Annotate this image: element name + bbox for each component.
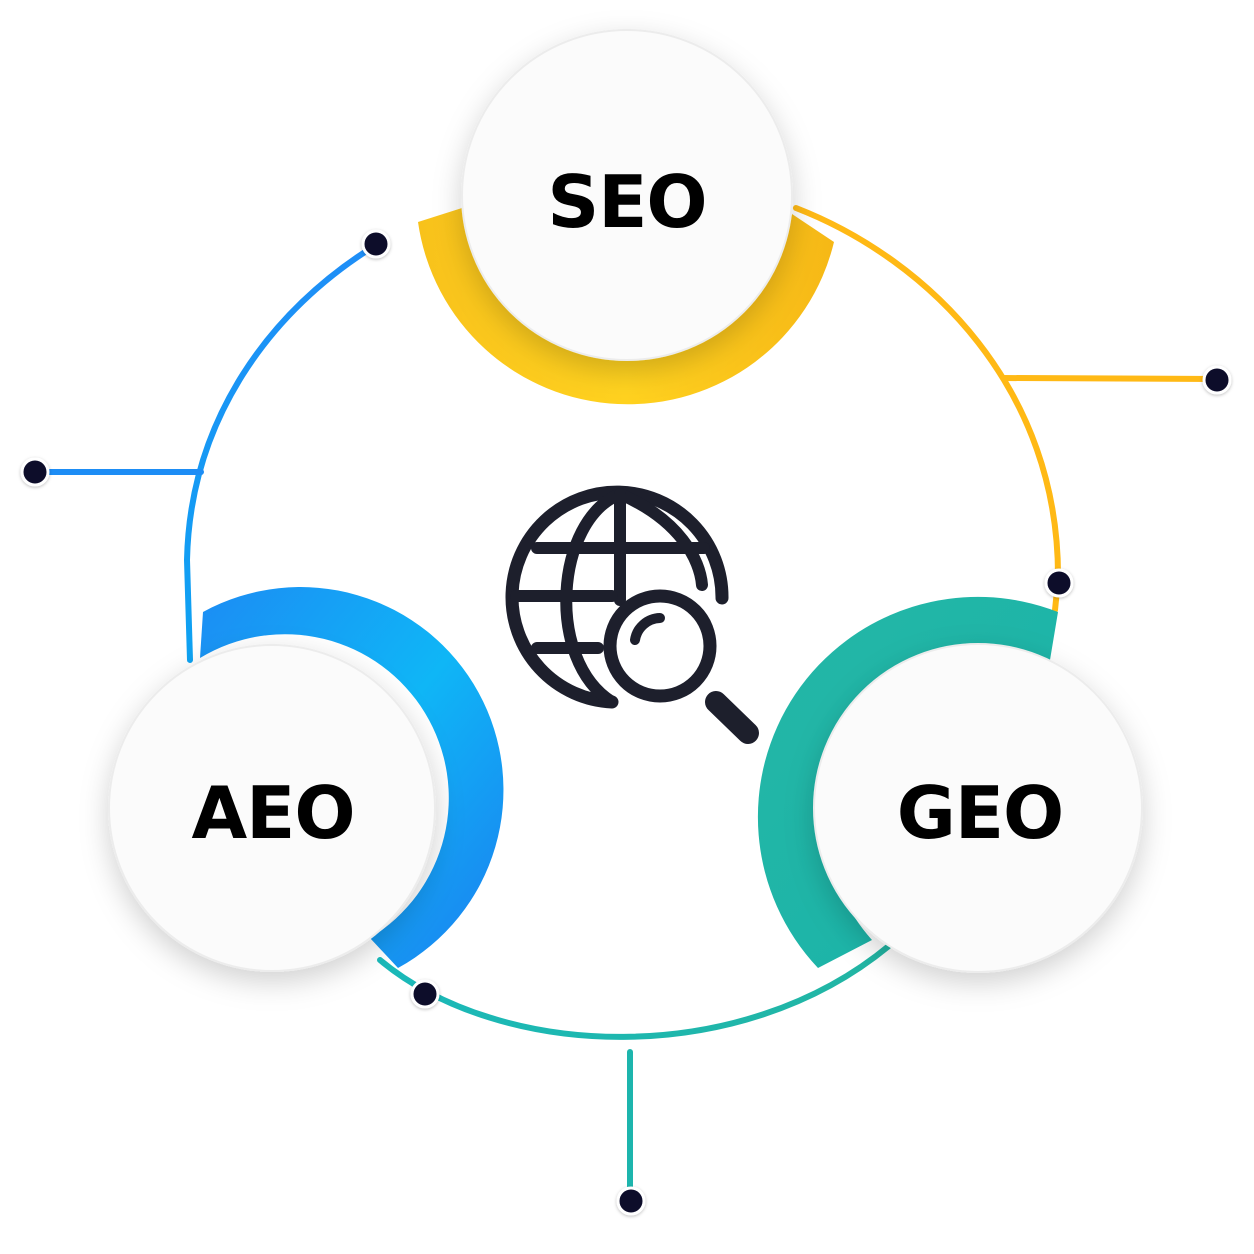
- geo-node: GEO: [813, 643, 1143, 973]
- aeo-node: AEO: [108, 644, 436, 972]
- aeo-color-band: [200, 587, 504, 968]
- connectors: [33, 375, 1218, 1201]
- blue-ring-arc: [183, 242, 379, 663]
- connector-dots: [20, 229, 1232, 1216]
- geo-node-circle: [813, 643, 1143, 973]
- aeo-label: AEO: [191, 771, 354, 855]
- dot-geo-top: [1044, 568, 1074, 598]
- dot-bottom: [616, 1186, 646, 1216]
- dot-top-left: [361, 229, 391, 259]
- seo-node: SEO: [461, 29, 793, 361]
- seo-label: SEO: [547, 160, 706, 244]
- dot-left: [20, 457, 50, 487]
- dot-aeo-bottom: [410, 979, 440, 1009]
- yellow-connector-line: [1000, 375, 1218, 382]
- geo-label: GEO: [897, 771, 1064, 855]
- yellow-ring-arc: [793, 205, 1062, 613]
- aeo-node-circle: [108, 644, 436, 972]
- globe-search-icon: [505, 485, 759, 744]
- seo-color-band: [418, 208, 834, 405]
- seo-node-circle: [461, 29, 793, 361]
- dot-right: [1202, 365, 1232, 395]
